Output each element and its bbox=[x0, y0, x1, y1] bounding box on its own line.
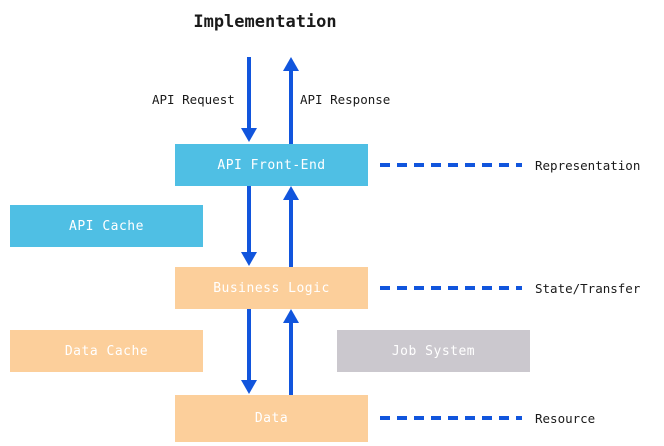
box-api-frontend[interactable]: API Front-End bbox=[175, 144, 368, 186]
frontend-to-logic-arrow-line bbox=[247, 186, 251, 253]
logic-to-data-arrow-head bbox=[241, 380, 257, 394]
side-label-resource: Resource bbox=[535, 411, 596, 426]
side-label-state-transfer: State/Transfer bbox=[535, 281, 641, 296]
box-data-cache[interactable]: Data Cache bbox=[10, 330, 203, 372]
box-data[interactable]: Data bbox=[175, 395, 368, 442]
box-api-cache-label: API Cache bbox=[69, 218, 144, 234]
box-api-frontend-label: API Front-End bbox=[217, 157, 326, 173]
representation-dashed-connector bbox=[380, 163, 522, 167]
box-business-logic-label: Business Logic bbox=[213, 280, 330, 296]
resource-dashed-connector bbox=[380, 416, 522, 420]
api-response-arrow-line bbox=[289, 70, 293, 144]
diagram-title: Implementation bbox=[193, 12, 337, 32]
box-job-system[interactable]: Job System bbox=[337, 330, 530, 372]
data-to-logic-arrow-line bbox=[289, 322, 293, 395]
side-label-representation: Representation bbox=[535, 158, 641, 173]
box-business-logic[interactable]: Business Logic bbox=[175, 267, 368, 309]
api-request-arrow-head bbox=[241, 128, 257, 142]
api-response-arrow-head bbox=[283, 57, 299, 71]
api-response-label: API Response bbox=[300, 92, 391, 107]
logic-to-frontend-arrow-head bbox=[283, 186, 299, 200]
logic-to-frontend-arrow-line bbox=[289, 199, 293, 267]
frontend-to-logic-arrow-head bbox=[241, 252, 257, 266]
data-to-logic-arrow-head bbox=[283, 309, 299, 323]
state-transfer-dashed-connector bbox=[380, 286, 522, 290]
box-job-system-label: Job System bbox=[391, 343, 476, 359]
logic-to-data-arrow-line bbox=[247, 309, 251, 381]
box-api-cache[interactable]: API Cache bbox=[10, 205, 203, 247]
box-data-cache-label: Data Cache bbox=[64, 343, 149, 359]
api-request-arrow-line bbox=[247, 57, 251, 130]
box-data-label: Data bbox=[254, 411, 289, 426]
api-request-label: API Request bbox=[152, 92, 235, 107]
